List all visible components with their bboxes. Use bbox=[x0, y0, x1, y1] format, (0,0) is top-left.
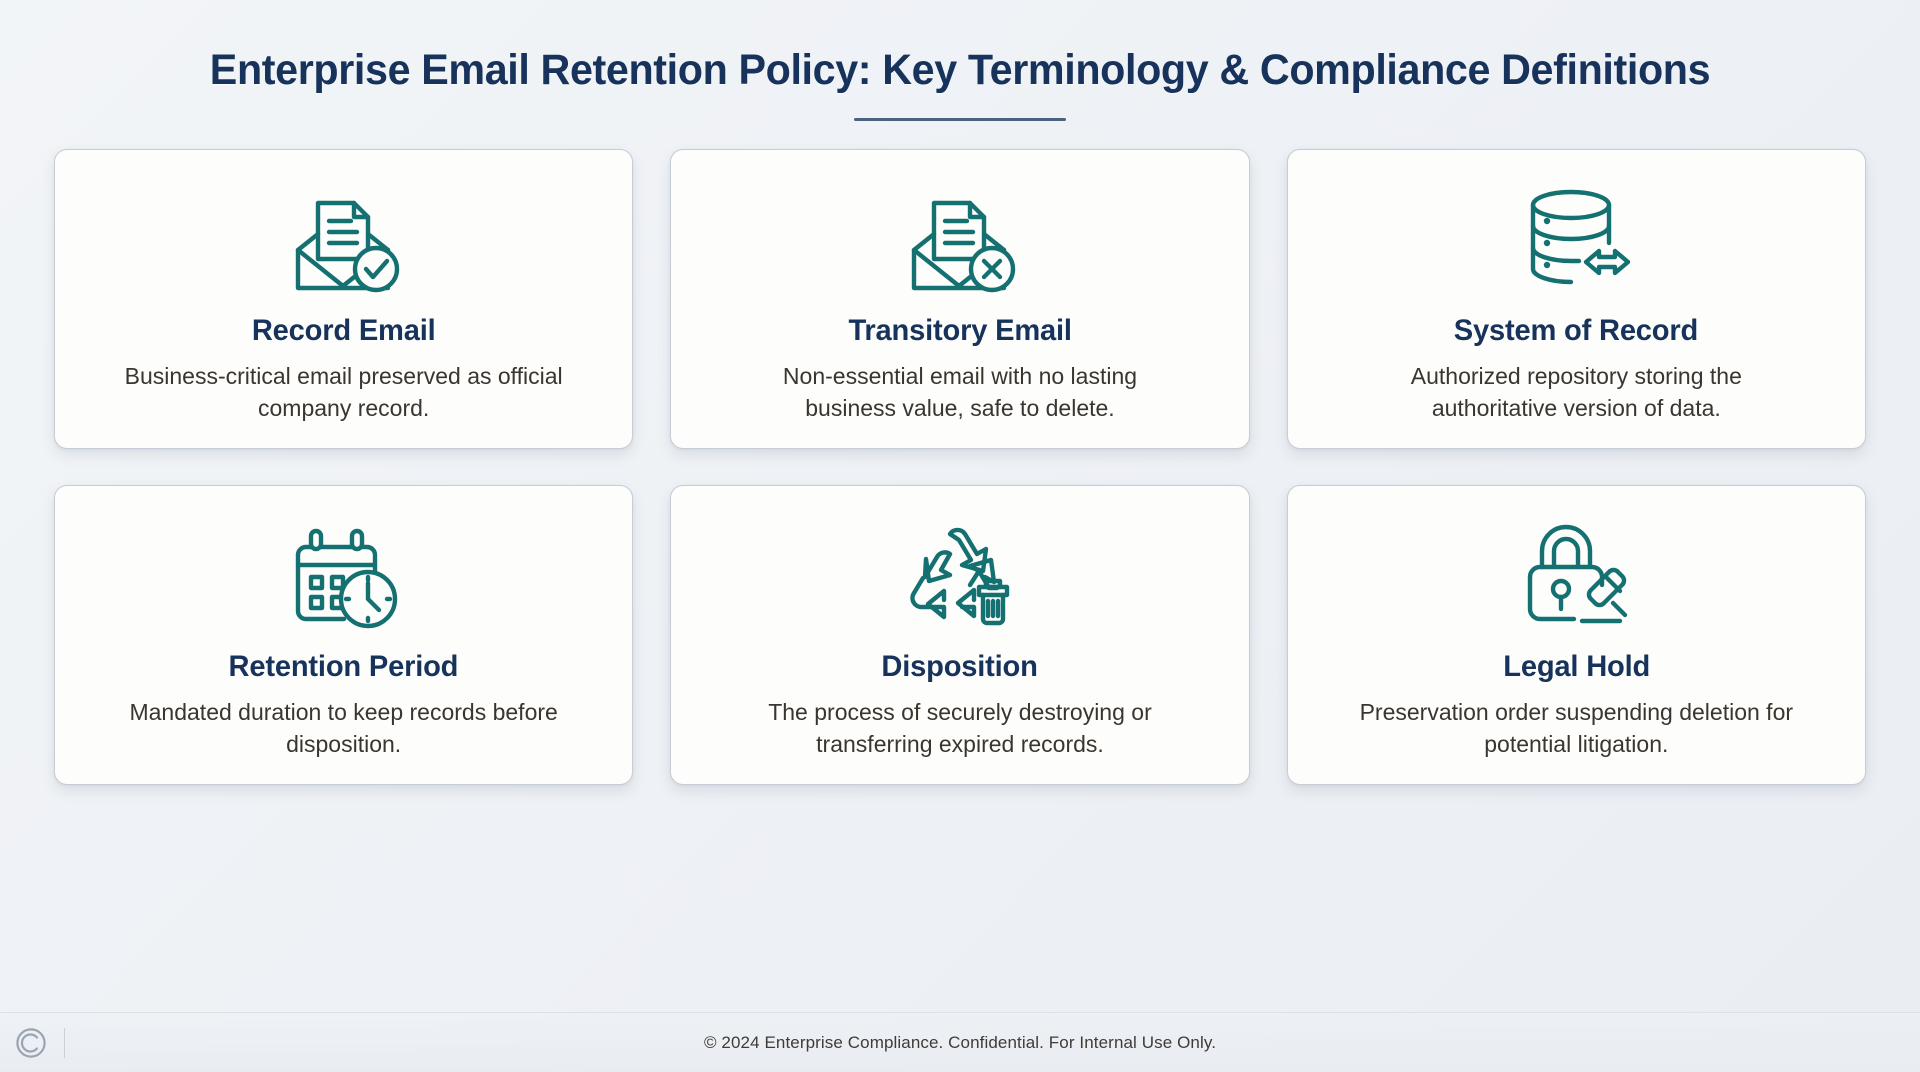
card-description: The process of securely destroying or tr… bbox=[768, 699, 1152, 757]
card-description: Business-critical email preserved as off… bbox=[124, 363, 563, 421]
calendar-clock-icon bbox=[284, 516, 404, 634]
card-title: Record Email bbox=[251, 314, 436, 348]
footer-copyright-text: © 2024 Enterprise Compliance. Confidenti… bbox=[703, 1032, 1217, 1052]
card-description: Authorized repository storing the author… bbox=[1410, 363, 1742, 421]
envelope-document-check-icon bbox=[284, 180, 404, 298]
recycle-trash-icon bbox=[900, 516, 1020, 634]
copyright-c-logo bbox=[16, 1027, 46, 1058]
padlock-gavel-icon bbox=[1516, 516, 1636, 634]
page-title: Enterprise Email Retention Policy: Key T… bbox=[209, 46, 1711, 94]
title-underline-rule bbox=[854, 118, 1066, 122]
card-transitory-email[interactable]: Transitory Email Non-essential email wit… bbox=[670, 149, 1250, 450]
page-footer: © 2024 Enterprise Compliance. Confidenti… bbox=[0, 1012, 1920, 1072]
terminology-card-grid: Record Email Business-critical email pre… bbox=[54, 149, 1866, 786]
card-system-of-record[interactable]: System of Record Authorized repository s… bbox=[1286, 149, 1866, 450]
card-disposition[interactable]: Disposition The process of securely dest… bbox=[670, 485, 1250, 786]
card-title: Legal Hold bbox=[1502, 650, 1650, 684]
card-title: Retention Period bbox=[228, 650, 459, 684]
envelope-document-x-icon bbox=[900, 180, 1020, 298]
card-title: Disposition bbox=[881, 650, 1039, 684]
page-header: Enterprise Email Retention Policy: Key T… bbox=[0, 0, 1920, 122]
footer-logo-group bbox=[14, 1026, 65, 1060]
database-exchange-icon bbox=[1516, 180, 1636, 298]
card-title: System of Record bbox=[1454, 314, 1699, 348]
card-title: Transitory Email bbox=[848, 314, 1072, 348]
card-record-email[interactable]: Record Email Business-critical email pre… bbox=[54, 149, 634, 450]
card-description: Preservation order suspending deletion f… bbox=[1359, 699, 1794, 757]
footer-divider bbox=[64, 1027, 65, 1058]
card-retention-period[interactable]: Retention Period Mandated duration to ke… bbox=[54, 485, 634, 786]
card-description: Mandated duration to keep records before… bbox=[129, 699, 558, 757]
card-legal-hold[interactable]: Legal Hold Preservation order suspending… bbox=[1286, 485, 1866, 786]
card-description: Non-essential email with no lasting busi… bbox=[782, 363, 1138, 421]
